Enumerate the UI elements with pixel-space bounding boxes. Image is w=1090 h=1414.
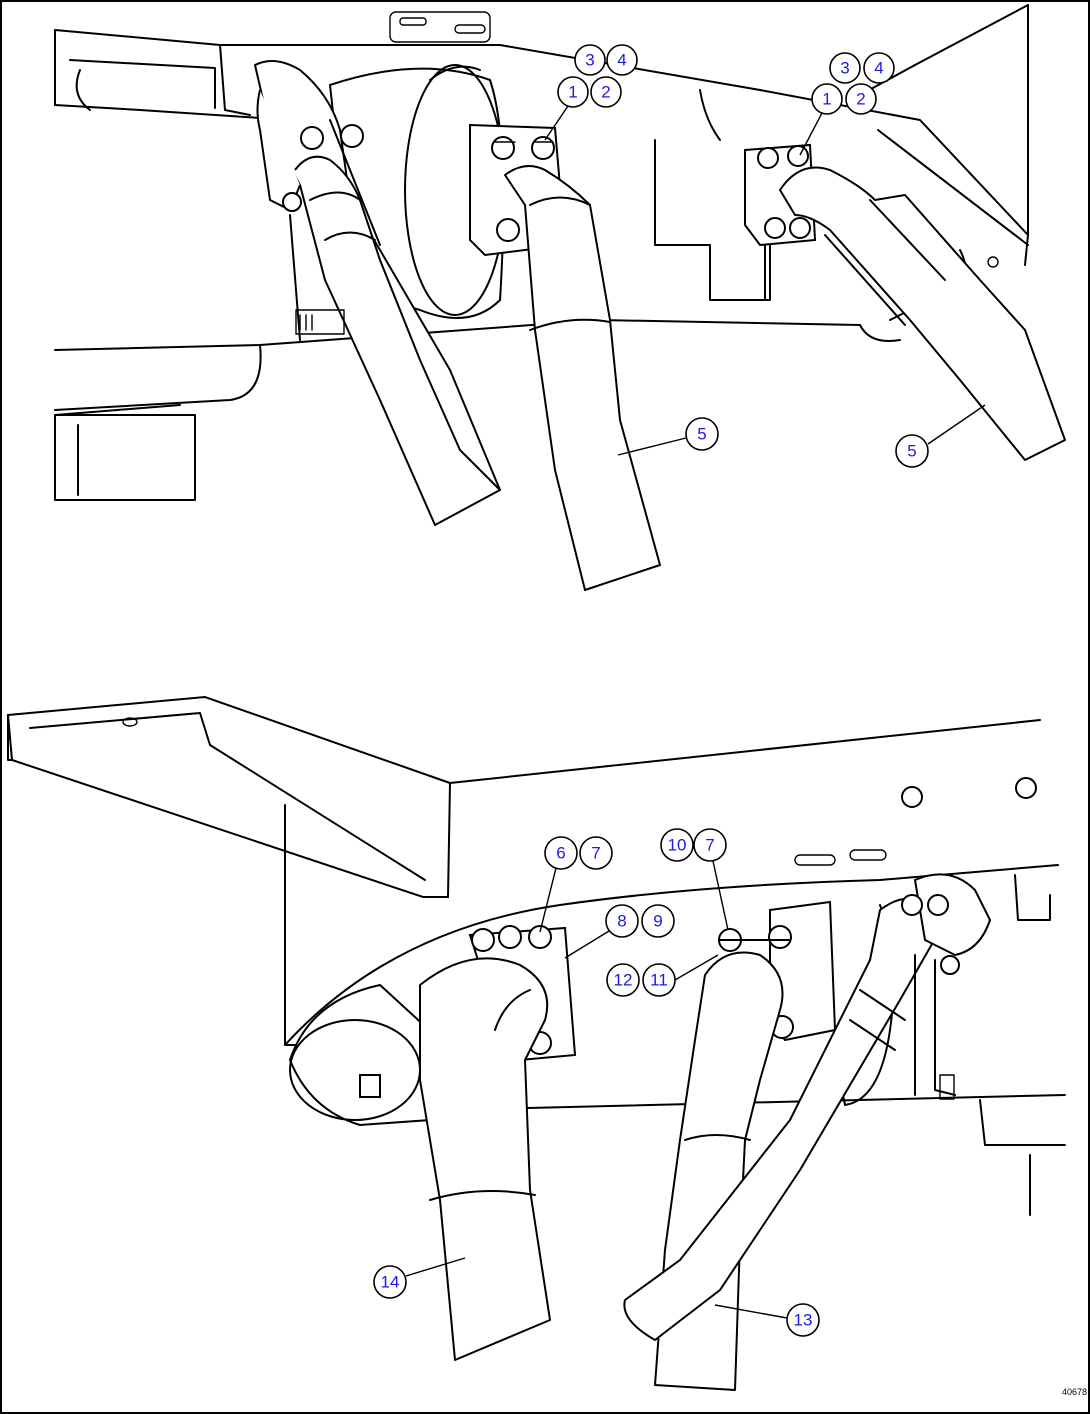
callout-3-top-left: 3 <box>574 44 606 76</box>
svg-text:7: 7 <box>591 844 600 863</box>
svg-text:13: 13 <box>794 1311 813 1330</box>
leader-7-right <box>712 860 729 931</box>
bottom-view <box>6 695 1066 1391</box>
callout-2-top-left: 2 <box>590 76 622 108</box>
callout-7-left: 7 <box>579 836 613 870</box>
svg-text:1: 1 <box>568 83 577 102</box>
svg-text:5: 5 <box>907 442 916 461</box>
svg-text:10: 10 <box>668 836 687 855</box>
svg-text:1: 1 <box>822 90 831 109</box>
leader-1-top-left <box>544 105 569 141</box>
callout-1-top-left: 1 <box>557 76 589 108</box>
svg-text:14: 14 <box>381 1273 400 1292</box>
callouts: 3 4 1 2 5 3 4 1 2 5 6 7 8 9 10 7 12 11 1… <box>373 44 986 1337</box>
callout-5-top-left: 5 <box>685 417 719 451</box>
callout-14: 14 <box>373 1265 407 1299</box>
top-view <box>54 4 1066 591</box>
callout-12: 12 <box>606 963 640 997</box>
leader-14 <box>405 1257 466 1277</box>
svg-text:4: 4 <box>617 51 626 70</box>
figure-id: 40678 <box>1062 1387 1087 1397</box>
callout-11: 11 <box>642 963 676 997</box>
callout-8: 8 <box>605 904 639 938</box>
svg-text:8: 8 <box>617 912 626 931</box>
svg-text:5: 5 <box>697 425 706 444</box>
leader-11 <box>674 954 719 981</box>
callout-3-top-right: 3 <box>829 52 861 84</box>
callout-7-right: 7 <box>693 828 727 862</box>
leader-13 <box>714 1304 788 1319</box>
svg-text:6: 6 <box>556 844 565 863</box>
leader-5-top-right <box>927 404 986 445</box>
callout-2-top-right: 2 <box>845 83 877 115</box>
svg-text:3: 3 <box>840 59 849 78</box>
svg-text:9: 9 <box>653 912 662 931</box>
callout-5-top-right: 5 <box>895 434 929 468</box>
callout-1-top-right: 1 <box>811 83 843 115</box>
svg-text:11: 11 <box>650 971 668 990</box>
svg-text:3: 3 <box>585 51 594 70</box>
svg-text:12: 12 <box>614 971 633 990</box>
callout-6: 6 <box>544 836 578 870</box>
svg-text:4: 4 <box>874 59 883 78</box>
svg-text:2: 2 <box>601 83 610 102</box>
callout-4-top-right: 4 <box>863 52 895 84</box>
svg-text:7: 7 <box>705 836 714 855</box>
callout-9: 9 <box>641 904 675 938</box>
leader-6 <box>539 867 557 933</box>
callout-13: 13 <box>786 1303 820 1337</box>
svg-text:2: 2 <box>856 90 865 109</box>
callout-4-top-left: 4 <box>606 44 638 76</box>
leader-8 <box>564 930 610 959</box>
leader-5-top-left <box>617 437 687 456</box>
callout-10: 10 <box>660 828 694 862</box>
leader-1-top-right <box>799 112 823 156</box>
